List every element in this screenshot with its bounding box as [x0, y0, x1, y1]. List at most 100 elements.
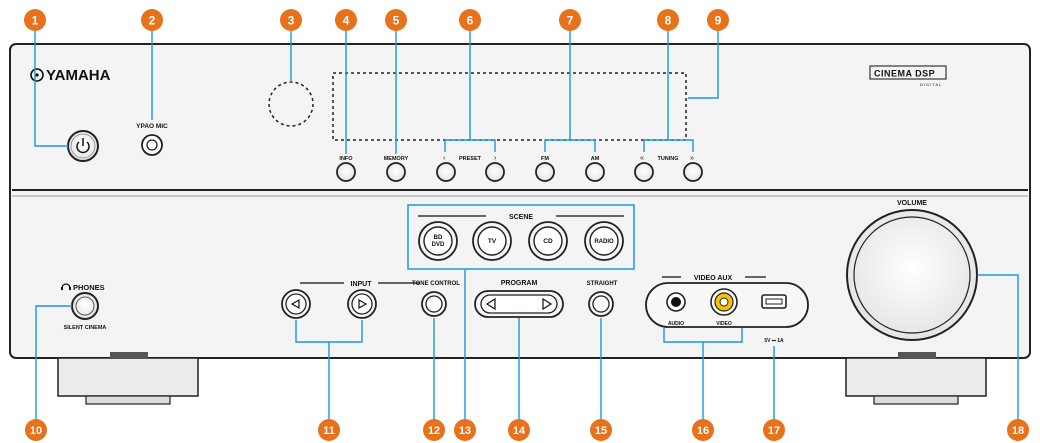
svg-text:12: 12 — [428, 425, 440, 437]
program-right-icon — [542, 297, 553, 311]
svg-text:3: 3 — [288, 14, 295, 28]
callout-18: 18 — [1007, 419, 1029, 441]
fm-button[interactable] — [535, 162, 555, 182]
program-left-icon — [485, 297, 496, 311]
bd-label: BD — [434, 235, 443, 241]
dvd-label: DVD — [432, 242, 445, 248]
callout-7: 7 — [559, 9, 581, 31]
callout-9: 9 — [707, 9, 729, 31]
straight-label: STRAIGHT — [587, 281, 618, 287]
info-label: INFO — [339, 156, 353, 162]
svg-text:18: 18 — [1012, 425, 1024, 437]
callout-2: 2 — [141, 9, 163, 31]
svg-text:15: 15 — [595, 425, 607, 437]
svg-text:16: 16 — [697, 425, 709, 437]
silent-cinema-label: SILENT CINEMA — [64, 325, 107, 331]
double-chevron-right-icon: » — [690, 155, 694, 162]
am-label: AM — [591, 156, 600, 162]
callout-4: 4 — [335, 9, 357, 31]
preset-up-button[interactable] — [485, 162, 505, 182]
info-button[interactable] — [336, 162, 356, 182]
straight-button[interactable] — [588, 291, 614, 317]
yamaha-emblem-icon — [30, 68, 44, 82]
svg-text:13: 13 — [459, 425, 471, 437]
scene-tv-button[interactable] — [472, 221, 512, 261]
audio-label: AUDIO — [668, 321, 684, 327]
phones-jack[interactable] — [71, 292, 99, 320]
callout-10: 10 — [25, 419, 47, 441]
ypao-mic-label: YPAO MIC — [136, 123, 168, 130]
video-label: VIDEO — [716, 321, 732, 327]
svg-text:CINEMA DSP: CINEMA DSP — [874, 69, 935, 79]
svg-text:7: 7 — [567, 14, 574, 28]
svg-text:17: 17 — [768, 425, 780, 437]
scene-radio-button[interactable] — [584, 221, 624, 261]
yamaha-logo: YAMAHA — [46, 67, 111, 84]
double-chevron-left-icon: « — [640, 155, 644, 162]
triangle-left-icon — [290, 298, 300, 310]
svg-text:5: 5 — [393, 14, 400, 28]
receiver-body — [9, 43, 1031, 359]
video-aux-label: VIDEO AUX — [694, 275, 733, 282]
scene-button-group — [407, 204, 635, 270]
svg-text:8: 8 — [665, 14, 672, 28]
memory-button[interactable] — [386, 162, 406, 182]
right-foot — [845, 352, 987, 405]
volume-label: VOLUME — [897, 200, 927, 207]
program-label: PROGRAM — [501, 280, 538, 287]
volume-knob[interactable] — [846, 209, 978, 341]
chevron-right-icon: › — [494, 155, 497, 162]
input-right-button[interactable] — [347, 289, 377, 319]
callout-6: 6 — [459, 9, 481, 31]
cd-label: CD — [543, 238, 553, 245]
tuning-up-button[interactable] — [683, 162, 703, 182]
tuning-down-button[interactable] — [634, 162, 654, 182]
svg-text:2: 2 — [149, 14, 156, 28]
callout-16: 16 — [692, 419, 714, 441]
callout-12: 12 — [423, 419, 445, 441]
tone-control-button[interactable] — [421, 291, 447, 317]
am-button[interactable] — [585, 162, 605, 182]
svg-text:6: 6 — [467, 14, 474, 28]
phones-label: PHONES — [73, 283, 105, 292]
program-selector[interactable] — [474, 290, 564, 318]
ypao-mic-jack[interactable] — [141, 134, 163, 156]
video-jack[interactable] — [710, 288, 738, 316]
callout-14: 14 — [508, 419, 530, 441]
headphones-icon — [61, 283, 71, 290]
usb-rating-label: 5V ⎓ 1A — [764, 338, 784, 344]
svg-text:4: 4 — [343, 14, 350, 28]
svg-text:14: 14 — [513, 425, 526, 437]
tv-label: TV — [488, 238, 497, 245]
preset-down-button[interactable] — [436, 162, 456, 182]
power-icon — [76, 138, 90, 154]
input-left-button[interactable] — [281, 289, 311, 319]
audio-jack[interactable] — [666, 292, 686, 312]
scene-label: SCENE — [509, 214, 533, 221]
callout-8: 8 — [657, 9, 679, 31]
svg-text:1: 1 — [32, 14, 39, 28]
usb-port[interactable] — [761, 294, 787, 309]
callout-15: 15 — [590, 419, 612, 441]
leader-lines — [34, 30, 1019, 428]
callout-5: 5 — [385, 9, 407, 31]
svg-text:11: 11 — [323, 425, 335, 437]
fm-label: FM — [541, 156, 549, 162]
callout-11: 11 — [318, 419, 340, 441]
triangle-right-icon — [358, 298, 368, 310]
scene-cd-button[interactable] — [528, 221, 568, 261]
svg-text:DIGITAL: DIGITAL — [920, 82, 942, 87]
cinema-dsp-logo: CINEMA DSP DIGITAL — [869, 65, 947, 87]
scene-bd-dvd-button[interactable] — [418, 221, 458, 261]
left-foot — [57, 352, 199, 405]
input-label: INPUT — [351, 281, 373, 288]
svg-text:9: 9 — [715, 14, 722, 28]
preset-label: PRESET — [459, 156, 482, 162]
chevron-left-icon: ‹ — [443, 155, 446, 162]
callout-markers: 1 2 3 4 5 6 7 8 9 10 11 12 13 14 15 16 1… — [24, 9, 1029, 441]
tone-control-label: TONE CONTROL — [412, 281, 460, 287]
callout-3: 3 — [280, 9, 302, 31]
front-display — [332, 72, 687, 141]
svg-text:10: 10 — [30, 425, 42, 437]
